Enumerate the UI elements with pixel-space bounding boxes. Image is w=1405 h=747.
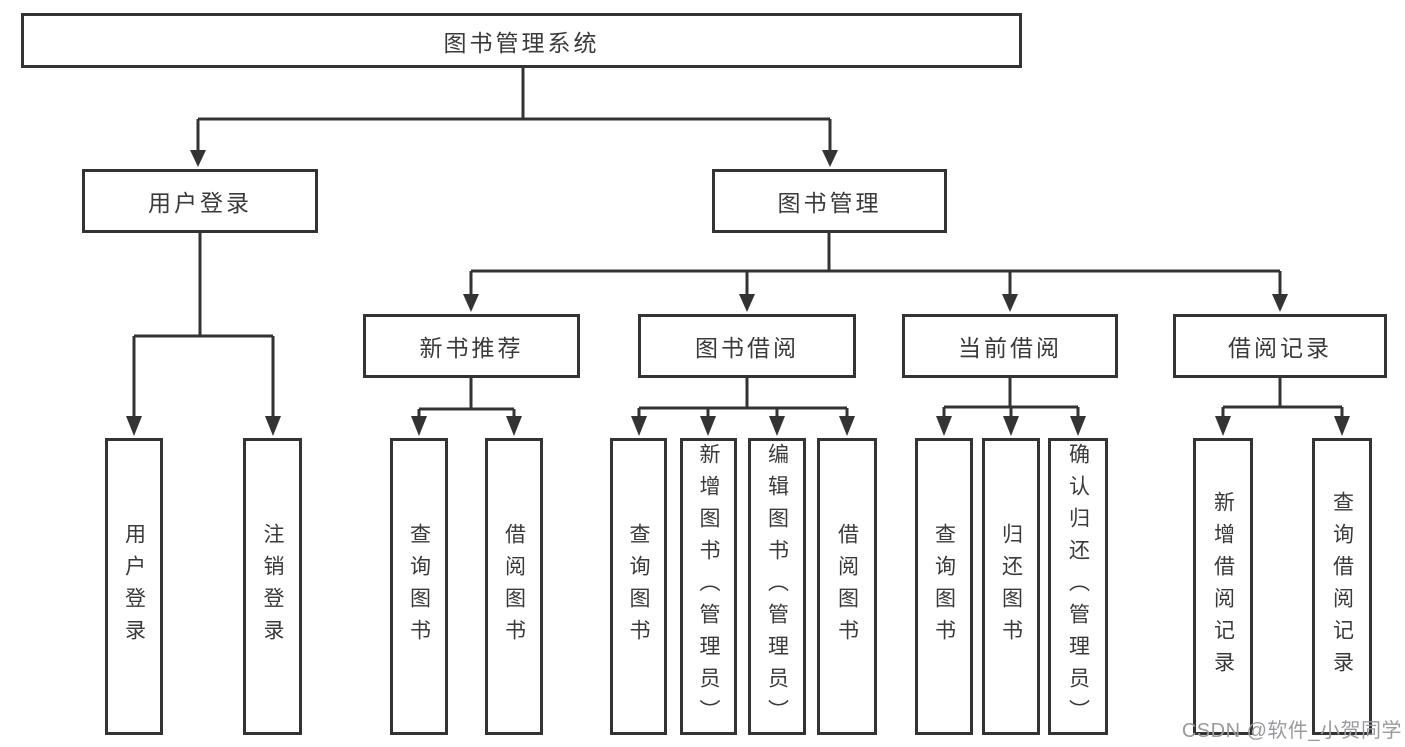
leaf-query-books-current: 查询图书 — [915, 438, 973, 735]
leaf-edit-books-admin: 编辑图书（管理员） — [748, 438, 806, 735]
watermark-text: CSDN @软件_小贺同学 — [1181, 720, 1402, 742]
leaf-user-login: 用户登录 — [105, 438, 163, 735]
leaf-add-books-admin: 新增图书（管理员） — [680, 438, 737, 735]
leaf-query-books-borrow: 查询图书 — [610, 438, 667, 735]
leaf-query-borrow-record: 查询借阅记录 — [1312, 438, 1372, 735]
node-root: 图书管理系统 — [21, 13, 1022, 68]
node-user-login: 用户登录 — [82, 169, 318, 233]
node-borrowing-records: 借阅记录 — [1173, 314, 1387, 378]
leaf-query-books-rec: 查询图书 — [390, 438, 448, 735]
node-new-book-recommend: 新书推荐 — [363, 314, 580, 378]
node-current-borrowing: 当前借阅 — [902, 314, 1118, 378]
node-book-management: 图书管理 — [712, 169, 947, 233]
leaf-borrow-books: 借阅图书 — [817, 438, 877, 735]
leaf-return-books: 归还图书 — [982, 438, 1040, 735]
leaf-add-borrow-record: 新增借阅记录 — [1193, 438, 1253, 735]
leaf-confirm-return-admin: 确认归还（管理员） — [1048, 438, 1108, 735]
node-book-borrowing: 图书借阅 — [638, 314, 856, 378]
leaf-borrow-books-rec: 借阅图书 — [485, 438, 543, 735]
leaf-logout: 注销登录 — [243, 438, 302, 735]
